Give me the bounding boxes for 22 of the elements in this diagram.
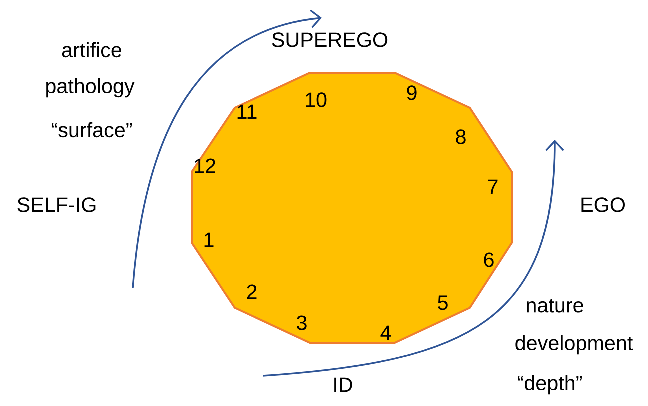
label: 7 xyxy=(488,180,498,194)
label: 8 xyxy=(456,130,466,144)
label: 9 xyxy=(407,86,417,100)
label: development xyxy=(516,335,633,355)
label: 6 xyxy=(484,252,494,268)
label: 1 xyxy=(204,232,214,248)
label: 11 xyxy=(238,104,257,120)
label: artifice xyxy=(62,42,122,58)
label: pathology xyxy=(46,78,135,98)
label: 12 xyxy=(195,158,216,174)
label: EGO xyxy=(582,198,625,212)
label: “depth” xyxy=(518,375,582,395)
label: ID xyxy=(334,378,352,392)
label: “surface” xyxy=(52,122,132,138)
label: 5 xyxy=(438,296,448,310)
dodecagon xyxy=(191,72,513,344)
label: SUPEREGO xyxy=(272,32,388,48)
label: 10 xyxy=(306,92,327,108)
label: 2 xyxy=(247,284,257,300)
label: SELF-IG xyxy=(18,198,96,212)
label: 3 xyxy=(297,316,307,330)
label: 4 xyxy=(380,326,392,340)
